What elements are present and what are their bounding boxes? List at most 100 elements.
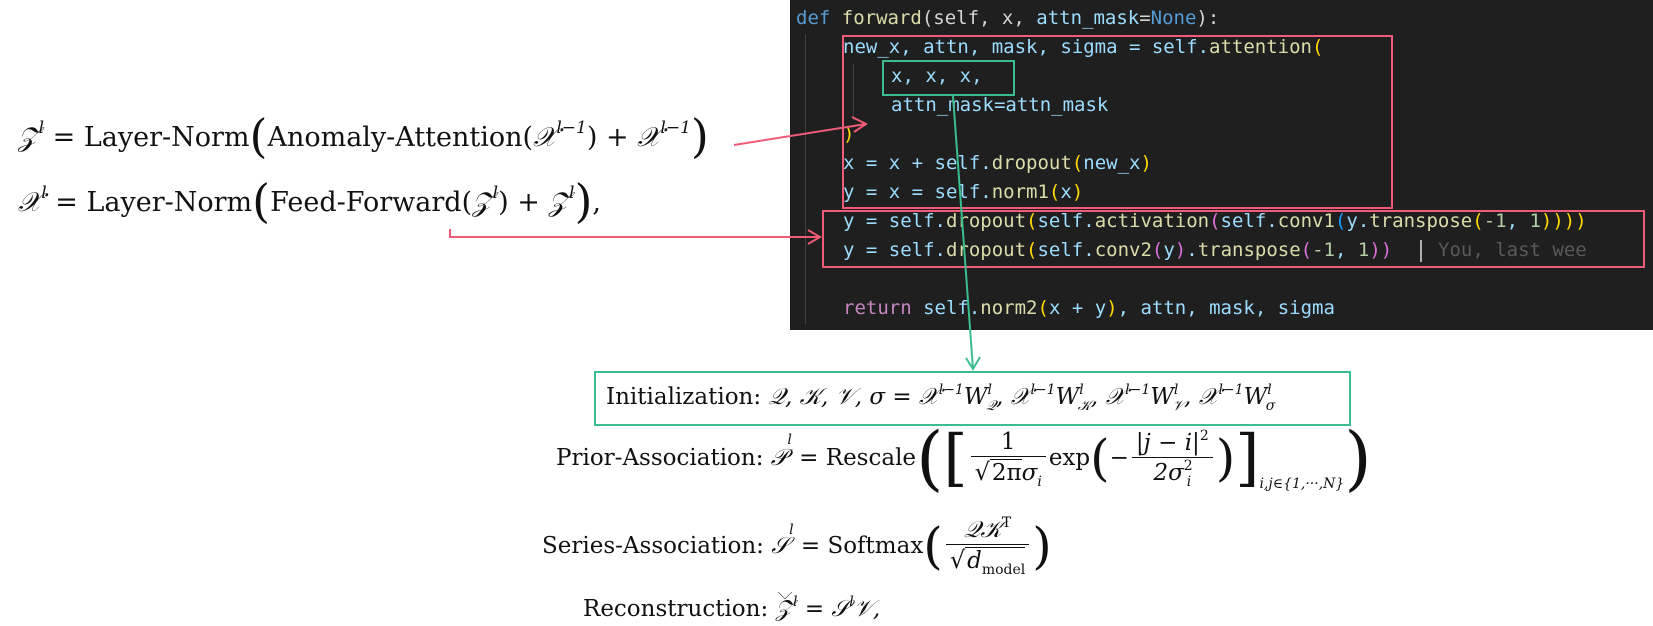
x: , 𝒳 bbox=[1090, 384, 1126, 410]
denominator: 2σ2i bbox=[1132, 457, 1213, 489]
self: self. bbox=[1220, 210, 1278, 232]
numerator: 𝒬𝒦T bbox=[945, 515, 1030, 545]
sup: l bbox=[1079, 382, 1084, 398]
sup: 2 bbox=[1183, 457, 1193, 474]
layer-norm-label: Layer-Norm bbox=[83, 122, 250, 153]
w: W bbox=[1150, 384, 1174, 410]
xl-symbol: 𝒳 bbox=[18, 187, 42, 218]
step-initialization: Initialization: 𝒬, 𝒦, 𝒱, σ = 𝒳l−1Wl𝒬, 𝒳l… bbox=[606, 382, 1275, 413]
x: , 𝒳 bbox=[1184, 384, 1219, 410]
indent-guide bbox=[805, 34, 806, 324]
arg-z2-sup: l bbox=[569, 183, 575, 203]
recon-label: Reconstruction: bbox=[583, 596, 769, 622]
fn-dropout: dropout bbox=[945, 239, 1027, 261]
w: W bbox=[1055, 384, 1080, 410]
d: d bbox=[967, 548, 982, 574]
equals-sign: = bbox=[55, 187, 78, 218]
step-series-association: Series-Association: 𝒮l = Softmax(𝒬𝒦T√dmo… bbox=[542, 515, 1052, 577]
sup: T bbox=[1001, 515, 1012, 531]
fn-transpose: transpose bbox=[1369, 210, 1473, 232]
sub: 𝒱 bbox=[1172, 398, 1185, 414]
open-paren: ( bbox=[249, 109, 268, 163]
close-big-paren: ) bbox=[574, 174, 593, 228]
numerator: 1 bbox=[970, 428, 1046, 457]
arg-y: y bbox=[1163, 239, 1175, 261]
code-line-3[interactable]: x, x, x, bbox=[891, 62, 983, 91]
close-bracket: ] bbox=[1235, 421, 1260, 494]
denominator: √dmodel bbox=[946, 545, 1029, 577]
code-line-1[interactable]: def forward(self, x, attn_mask=None): bbox=[796, 4, 1219, 33]
close-paren: ) bbox=[1032, 517, 1052, 575]
radicand: 2π bbox=[989, 459, 1022, 486]
fn-conv1: conv1 bbox=[1277, 210, 1335, 232]
arg-x: 𝒳 bbox=[533, 122, 557, 153]
code-line-8[interactable]: y = self.dropout(self.activation(self.co… bbox=[843, 207, 1587, 236]
arg-x2: 𝒳 bbox=[637, 122, 661, 153]
z-hat-symbol: 𝒵 bbox=[775, 592, 794, 622]
code-line-6[interactable]: x = x + self.dropout(new_x) bbox=[843, 149, 1152, 178]
paren-open: ( bbox=[1071, 152, 1084, 174]
equation-zl: 𝒵l = Layer-Norm(Anomaly-Attention(𝒳l−1) … bbox=[18, 113, 709, 159]
keyword-def: def bbox=[796, 7, 831, 29]
fn-dropout: dropout bbox=[945, 210, 1027, 232]
sub: σ bbox=[1265, 398, 1276, 414]
zl-sup: l bbox=[38, 118, 44, 138]
self: self. bbox=[911, 297, 981, 319]
paren: ( bbox=[1026, 239, 1038, 261]
assign-y: y = x = self. bbox=[843, 181, 992, 203]
rescale-label: = Rescale bbox=[799, 445, 917, 471]
sup: l bbox=[789, 522, 794, 538]
code-editor-panel[interactable]: def forward(self, x, attn_mask=None): ne… bbox=[790, 0, 1653, 330]
sup: l−1 bbox=[1125, 382, 1151, 398]
v-tail: 𝒱, bbox=[853, 596, 881, 622]
arrowhead-initialization bbox=[965, 356, 981, 371]
sub: 𝒦 bbox=[1077, 398, 1091, 414]
w: W bbox=[1243, 384, 1268, 410]
args-xxx: x, x, x, bbox=[891, 65, 983, 87]
self: self. bbox=[1037, 239, 1095, 261]
sqrt: √2π bbox=[975, 457, 1022, 488]
paren: ( bbox=[1334, 210, 1347, 232]
paren: ( bbox=[1026, 210, 1038, 232]
paren-close: ) bbox=[1071, 181, 1084, 203]
code-line-2[interactable]: new_x, attn, mask, sigma = self.attentio… bbox=[843, 33, 1323, 62]
code-line-4[interactable]: attn_mask=attn_mask bbox=[891, 91, 1108, 120]
numerator: |j − i|2 bbox=[1131, 427, 1213, 458]
code-line-9[interactable]: y = self.dropout(self.conv2(y).transpose… bbox=[843, 236, 1587, 265]
code-line-10[interactable]: return self.norm2(x + y), attn, mask, si… bbox=[843, 294, 1335, 323]
feed-forward-box bbox=[822, 210, 1645, 268]
abs-diff: |j − i| bbox=[1135, 429, 1200, 456]
denominator: √2πσi bbox=[971, 457, 1046, 490]
indent-guide-inner bbox=[853, 64, 854, 120]
p-symbol: 𝒫 bbox=[770, 445, 788, 471]
text-cursor bbox=[1420, 240, 1422, 262]
sup: l bbox=[849, 594, 854, 610]
init-body: 𝒬, 𝒦, 𝒱, σ = 𝒳 bbox=[768, 384, 939, 410]
sup: l bbox=[1173, 382, 1179, 398]
code-line-7[interactable]: y = x = self.norm1(x) bbox=[843, 178, 1083, 207]
sub: i bbox=[1037, 474, 1042, 490]
comma: , bbox=[1335, 239, 1358, 261]
sup: 2 bbox=[1199, 427, 1209, 444]
xxx-args-box bbox=[882, 60, 1015, 96]
radical-sign: √ bbox=[974, 458, 990, 486]
signature-end: ): bbox=[1196, 7, 1220, 29]
self: self. bbox=[1037, 210, 1095, 232]
comma: , bbox=[1506, 210, 1530, 232]
num: -1 bbox=[1483, 210, 1507, 232]
arrowhead-attention bbox=[851, 116, 868, 133]
fraction-norm: 1√2πσi bbox=[970, 428, 1046, 490]
fn-norm1: norm1 bbox=[991, 181, 1049, 203]
eq-s: = 𝒮 bbox=[804, 596, 850, 622]
open-paren: ( bbox=[923, 517, 943, 575]
arg-sum: x + y bbox=[1048, 297, 1107, 319]
y-dot: y. bbox=[1346, 210, 1370, 232]
two-sigma: 2σ bbox=[1153, 459, 1184, 486]
paren: ) bbox=[1106, 297, 1118, 319]
code-line-5[interactable]: ) bbox=[843, 120, 854, 149]
attention-call-box bbox=[842, 35, 1393, 209]
close-paren-l: ) bbox=[1215, 429, 1236, 487]
s-symbol: 𝒮 bbox=[771, 533, 790, 559]
fn-transpose: transpose bbox=[1197, 239, 1301, 261]
